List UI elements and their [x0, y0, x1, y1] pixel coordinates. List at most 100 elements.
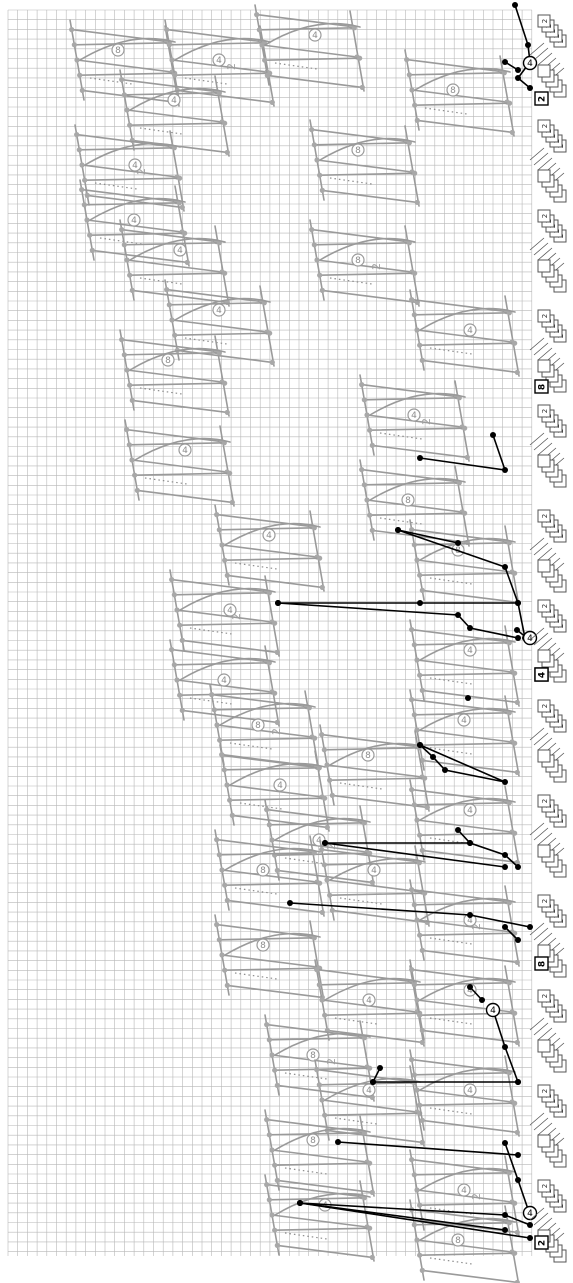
tree-rung	[137, 490, 232, 502]
tree-rung	[317, 1070, 412, 1082]
tree-rung	[262, 45, 357, 57]
tree-label-text: 8	[450, 86, 456, 96]
tree-rung	[409, 73, 504, 75]
tree-node	[412, 802, 417, 807]
path-node	[502, 564, 508, 570]
path-node	[527, 1222, 533, 1228]
tree-node	[322, 796, 327, 801]
tree-rung	[82, 190, 177, 202]
tree-node	[122, 242, 127, 247]
tree-rung	[169, 43, 264, 45]
tree-label-text: 4	[366, 996, 372, 1006]
tree-unit: 4	[264, 1175, 375, 1261]
tree-dotted-link	[140, 278, 182, 284]
tree-note-text: 2	[470, 1193, 483, 1200]
tree-rung	[225, 968, 320, 970]
tree-rung	[420, 743, 515, 745]
tree-unit: 4	[124, 420, 235, 506]
tree-node	[77, 147, 82, 152]
tree-node	[314, 1067, 319, 1072]
tree-dotted-link	[235, 888, 277, 894]
tree-node	[414, 917, 419, 922]
tree-node	[267, 1197, 272, 1202]
tree-rung	[420, 343, 515, 345]
tree-node	[512, 831, 517, 836]
tree-node	[512, 1201, 517, 1206]
tree-node	[420, 1268, 425, 1273]
path-label-text: 4	[490, 1006, 496, 1016]
tree-rung	[367, 500, 462, 512]
tree-node	[214, 512, 219, 517]
tree-node	[515, 1230, 520, 1235]
tree-node	[269, 1147, 274, 1152]
tree-node	[420, 688, 425, 693]
tree-node	[327, 893, 332, 898]
tree-node	[164, 27, 169, 32]
card-digit: 2	[541, 799, 549, 803]
card-digit: 2	[541, 19, 549, 23]
tree-unit: 4	[219, 745, 330, 831]
tree-node	[275, 868, 280, 873]
tree-node	[130, 398, 135, 403]
path-node	[287, 900, 293, 906]
tree-node	[225, 150, 230, 155]
tree-rung	[414, 313, 509, 315]
tree-unit: 4	[409, 620, 520, 706]
tree-node	[319, 847, 324, 852]
tree-node	[325, 825, 330, 830]
tree-node	[364, 412, 369, 417]
card-digit: 2	[541, 604, 549, 608]
tree-rail	[505, 966, 519, 1046]
tree-rung	[312, 230, 407, 242]
tree-rung	[412, 700, 507, 712]
tree-rung	[267, 75, 362, 87]
tree-label-text: 8	[355, 146, 361, 156]
tree-rail	[310, 511, 324, 591]
tree-node	[409, 887, 414, 892]
tree-node	[515, 1040, 520, 1045]
tree-unit: 4	[409, 690, 520, 776]
tree-node	[275, 1178, 280, 1183]
tree-node	[219, 952, 224, 957]
tree-node	[79, 187, 84, 192]
marker-text: 8	[538, 384, 548, 390]
tree-dotted-link	[285, 1073, 327, 1079]
path-node	[322, 840, 328, 846]
tree-node	[417, 1203, 422, 1208]
tree-unit: 4	[409, 960, 520, 1046]
tree-rung	[257, 15, 352, 27]
tree-unit: 4	[409, 290, 520, 376]
tree-node	[72, 42, 77, 47]
tree-rung	[269, 1198, 364, 1200]
tree-node	[230, 813, 235, 818]
tree-rung	[222, 755, 317, 767]
tree-node	[272, 691, 277, 696]
tree-note-text: 2	[270, 728, 283, 735]
tree-node	[177, 623, 182, 628]
tree-unit: 8	[119, 330, 230, 416]
tree-node	[174, 677, 179, 682]
tree-node	[164, 287, 169, 292]
tree-rung	[277, 1085, 372, 1097]
path-node	[502, 1212, 508, 1218]
tree-label-text: 4	[467, 646, 473, 656]
tree-node	[404, 57, 409, 62]
column-marker: 2	[535, 92, 548, 105]
tree-node	[319, 732, 324, 737]
tree-rung	[420, 833, 515, 835]
path-node	[515, 67, 521, 73]
path-node	[455, 612, 461, 618]
tree-dotted-link	[285, 1168, 327, 1174]
tree-node	[322, 1013, 327, 1018]
tree-node	[409, 787, 414, 792]
tree-rung	[85, 178, 180, 180]
tree-node	[407, 72, 412, 77]
tree-node	[462, 511, 467, 516]
card	[538, 65, 550, 77]
tree-node	[370, 1255, 375, 1260]
card-digit: 2	[541, 994, 549, 998]
card	[538, 360, 550, 372]
tree-dotted-link	[185, 78, 227, 84]
tree-dotted-link	[235, 973, 277, 979]
